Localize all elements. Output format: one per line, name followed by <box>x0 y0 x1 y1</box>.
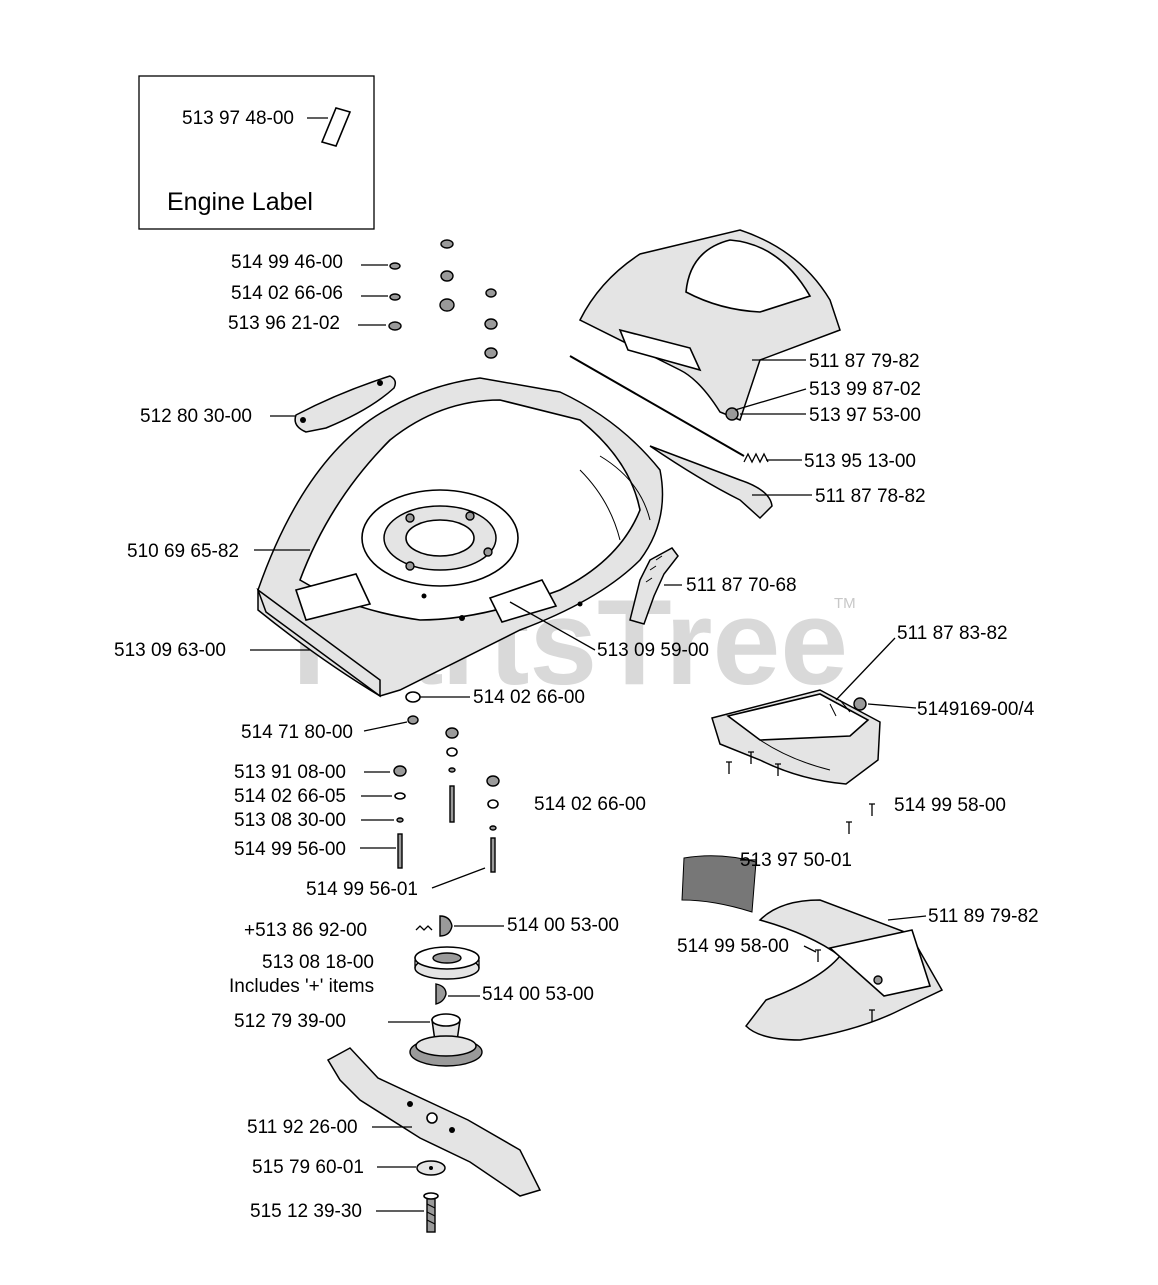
callout-514-99-46-00: 514 99 46-00 <box>231 252 343 273</box>
callout-511-87-83-82: 511 87 83-82 <box>897 623 1008 644</box>
callout-513-86-92-00: +513 86 92-00 <box>244 920 367 941</box>
inset-caption: Engine Label <box>167 188 313 216</box>
inset-part-number: 513 97 48-00 <box>182 108 294 129</box>
callout-514-00-53-00-b: 514 00 53-00 <box>482 984 594 1005</box>
engine-label-part <box>320 107 352 147</box>
callout-514-99-56-01: 514 99 56-01 <box>306 879 418 900</box>
battery-tray <box>711 689 881 785</box>
blade-adapter <box>409 1013 483 1067</box>
spring-513-95-13-00 <box>743 452 769 464</box>
callout-514-71-80-00: 514 71 80-00 <box>241 722 353 743</box>
watermark-trademark: TM <box>834 595 856 612</box>
label-strip-513-97-50-01 <box>681 855 757 913</box>
callout-513-09-63-00: 513 09 63-00 <box>114 640 226 661</box>
callout-513-09-59-00: 513 09 59-00 <box>597 640 709 661</box>
callout-511-87-70-68: 511 87 70-68 <box>686 575 797 596</box>
callout-514-99-58-00-a: 514 99 58-00 <box>894 795 1006 816</box>
callout-515-79-60-01: 515 79 60-01 <box>252 1157 364 1178</box>
hardware-stack-top <box>388 239 498 359</box>
callout-513-08-30-00: 513 08 30-00 <box>234 810 346 831</box>
bracket-512-80-30-00 <box>294 375 397 433</box>
height-bracket <box>629 547 679 625</box>
callout-513-99-87-02: 513 99 87-02 <box>809 379 921 400</box>
callout-512-79-39-00: 512 79 39-00 <box>234 1011 346 1032</box>
engine-label-inset: 513 97 48-00 Engine Label <box>138 75 375 230</box>
hardware-stack-lower <box>393 691 500 873</box>
callout-510-69-65-82: 510 69 65-82 <box>127 541 239 562</box>
callout-514-99-56-00: 514 99 56-00 <box>234 839 346 860</box>
callout-514-00-53-00-a: 514 00 53-00 <box>507 915 619 936</box>
callout-511-92-26-00: 511 92 26-00 <box>247 1117 358 1138</box>
callout-515-12-39-30: 515 12 39-30 <box>250 1201 362 1222</box>
callout-513-91-08-00: 513 91 08-00 <box>234 762 346 783</box>
mower-deck <box>256 377 664 698</box>
callout-511-89-79-82: 511 89 79-82 <box>928 906 1039 927</box>
callout-5149169-00-4: 5149169-00/4 <box>917 699 1035 720</box>
callout-513-95-13-00: 513 95 13-00 <box>804 451 916 472</box>
blade-bolt <box>423 1192 439 1233</box>
callout-includes-note: Includes '+' items <box>229 976 374 997</box>
callout-514-02-66-00-b: 514 02 66-00 <box>534 794 646 815</box>
pulley <box>414 946 480 980</box>
key-514-00-53-00-lower <box>435 983 447 1005</box>
callout-514-99-58-00-b: 514 99 58-00 <box>677 936 789 957</box>
callout-513-97-53-00: 513 97 53-00 <box>809 405 921 426</box>
rear-cover <box>578 229 841 421</box>
callout-514-02-66-00-a: 514 02 66-00 <box>473 687 585 708</box>
callout-511-87-78-82: 511 87 78-82 <box>815 486 926 507</box>
key-513-86-92-00 <box>415 925 433 931</box>
tray-screws <box>726 751 875 834</box>
key-514-00-53-00-upper <box>439 915 453 937</box>
callout-514-02-66-05: 514 02 66-05 <box>234 786 346 807</box>
callout-513-97-50-01: 513 97 50-01 <box>740 850 852 871</box>
deflector-511-87-78-82 <box>649 445 773 520</box>
leader-lines <box>250 264 927 1212</box>
callout-511-87-79-82: 511 87 79-82 <box>809 351 920 372</box>
callout-512-80-30-00: 512 80 30-00 <box>140 406 252 427</box>
callout-513-08-18-00: 513 08 18-00 <box>262 952 374 973</box>
callout-513-96-21-02: 513 96 21-02 <box>228 313 340 334</box>
rear-shield <box>745 899 944 1041</box>
callout-514-02-66-06: 514 02 66-06 <box>231 283 343 304</box>
